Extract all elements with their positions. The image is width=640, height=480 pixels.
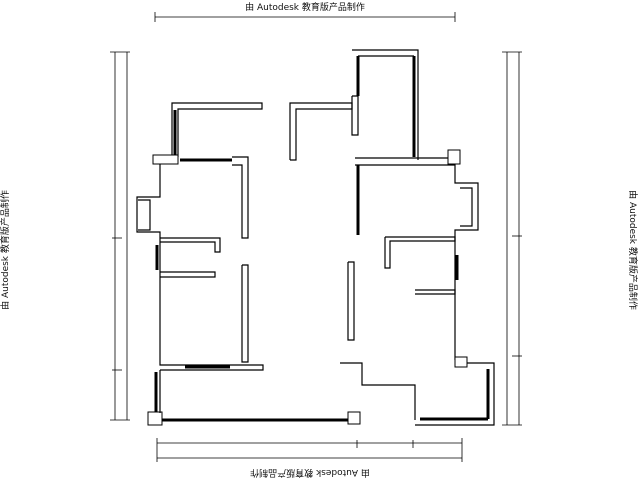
watermark-left: 由 Autodesk 教育版产品制作 <box>0 190 11 310</box>
right-unit-walls <box>352 49 495 426</box>
central-walls <box>289 95 416 425</box>
column <box>447 149 461 165</box>
column <box>147 411 163 426</box>
column <box>347 411 361 425</box>
dimension-top <box>154 12 456 22</box>
column <box>152 154 179 165</box>
left-unit-walls <box>136 102 348 426</box>
dimension-left <box>110 51 130 421</box>
watermark-top: 由 Autodesk 教育版产品制作 <box>245 1 365 13</box>
watermark-bottom: 由 Autodesk 教育版产品制作 <box>250 467 370 479</box>
watermark-right: 由 Autodesk 教育版产品制作 <box>627 190 639 310</box>
dimension-bottom <box>156 438 463 462</box>
column <box>454 356 468 368</box>
dimension-right <box>502 51 522 426</box>
